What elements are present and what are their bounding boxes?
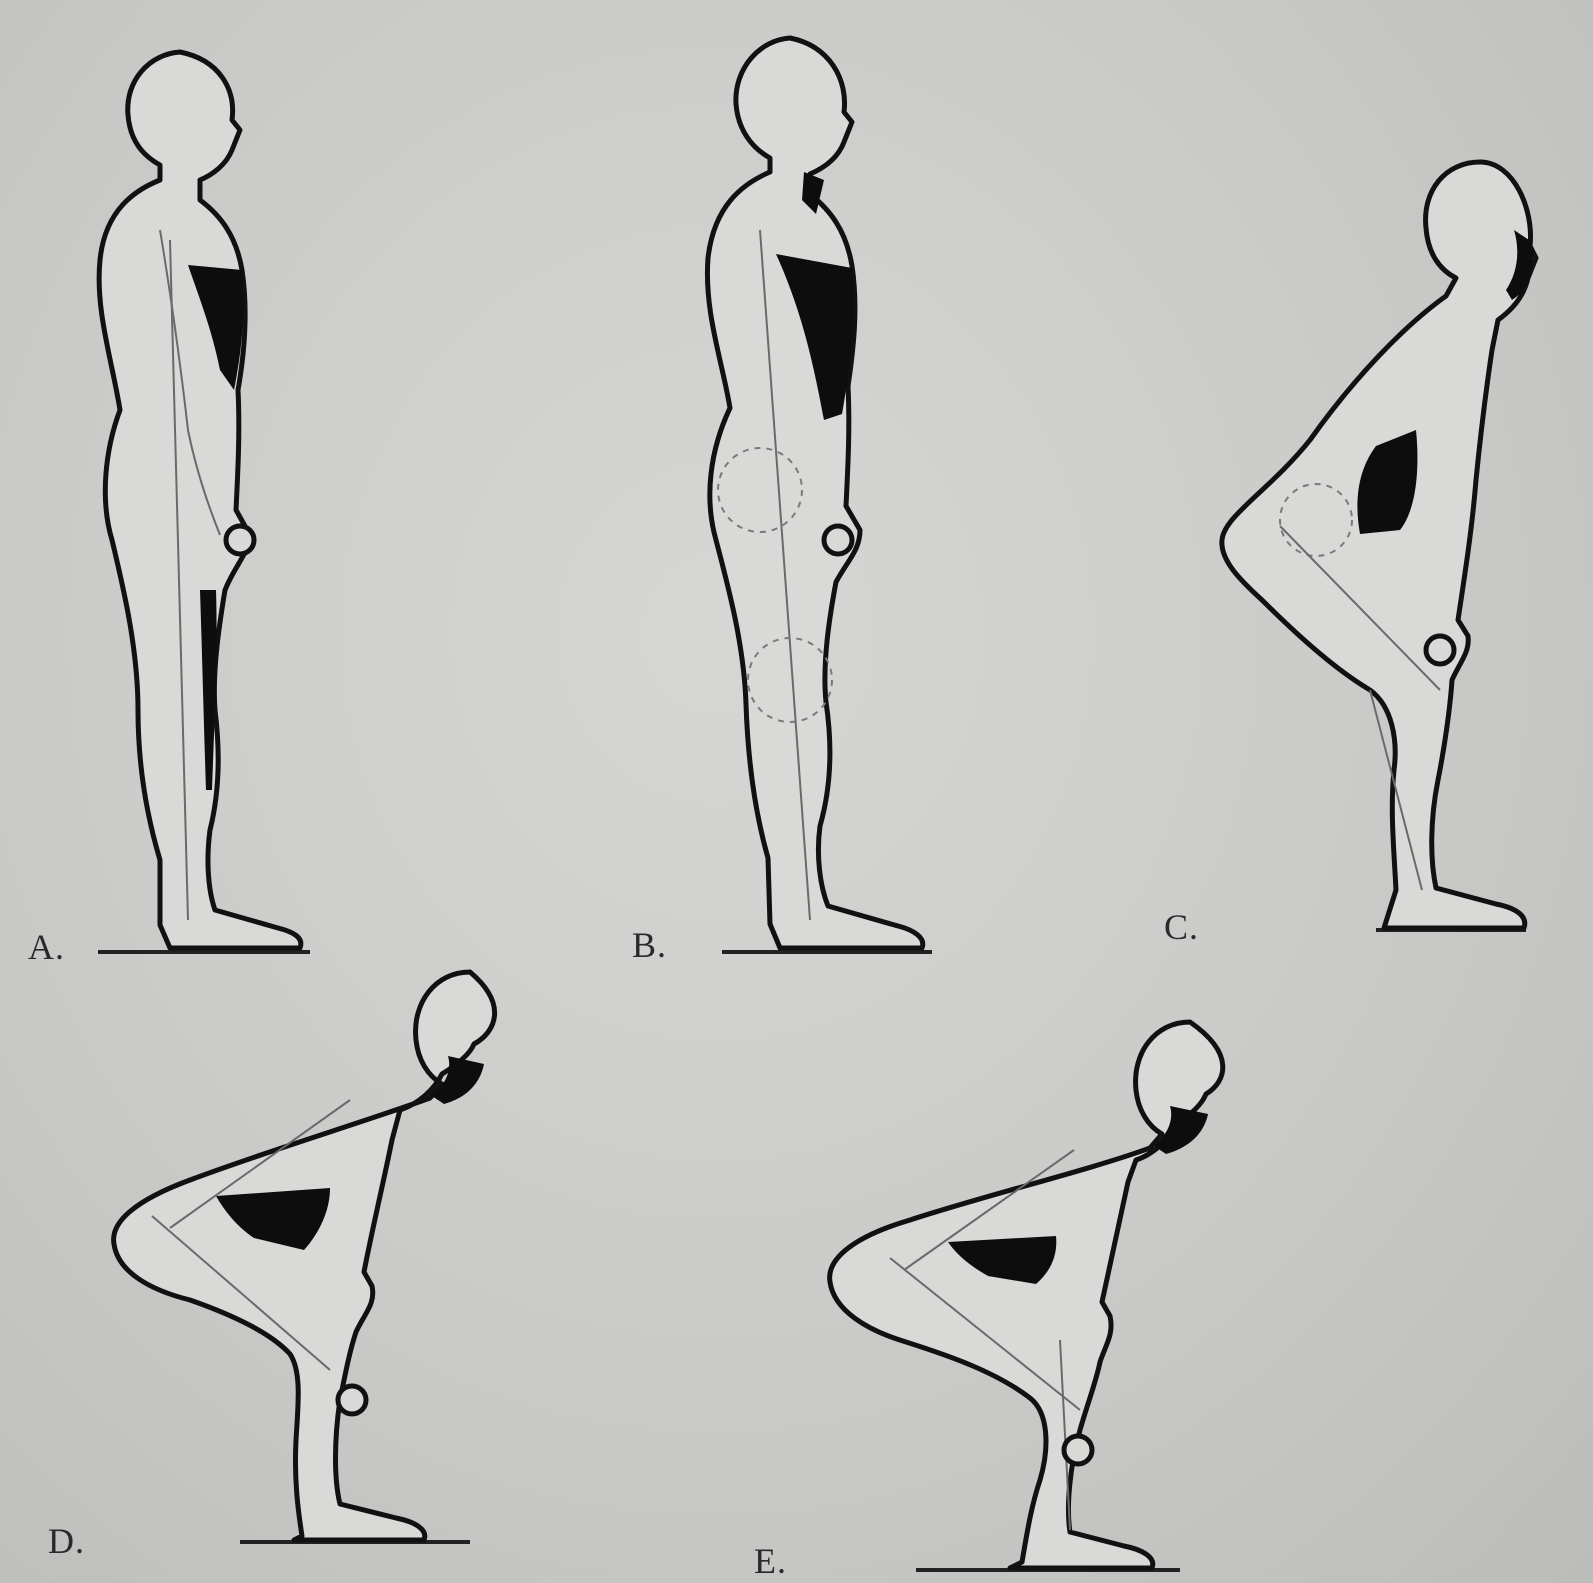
- figure-e-body: [830, 1022, 1223, 1568]
- figure-c-body: [1222, 162, 1536, 928]
- figure-a: A.: [20, 30, 340, 980]
- figure-c-fist: [1426, 636, 1454, 664]
- figure-d-body: [114, 972, 495, 1540]
- figure-b: B.: [610, 20, 950, 980]
- figure-c-label: C.: [1164, 906, 1199, 948]
- figure-b-drawing: [610, 20, 950, 980]
- figure-d: D.: [40, 960, 560, 1580]
- figure-e: E.: [740, 1010, 1300, 1583]
- figure-d-drawing: [40, 960, 560, 1580]
- figure-c: C.: [1140, 150, 1560, 950]
- figure-b-fist: [824, 526, 852, 554]
- figure-a-fist: [226, 526, 254, 554]
- figure-a-drawing: [20, 30, 340, 980]
- figure-b-label: B.: [632, 924, 667, 966]
- figure-a-body: [99, 52, 301, 948]
- figure-e-label: E.: [754, 1540, 787, 1582]
- figure-e-drawing: [740, 1010, 1300, 1583]
- figure-e-fist: [1064, 1436, 1092, 1464]
- figure-d-label: D.: [48, 1520, 85, 1562]
- figure-b-body: [707, 38, 922, 948]
- figure-c-drawing: [1140, 150, 1560, 950]
- figure-d-fist: [338, 1386, 366, 1414]
